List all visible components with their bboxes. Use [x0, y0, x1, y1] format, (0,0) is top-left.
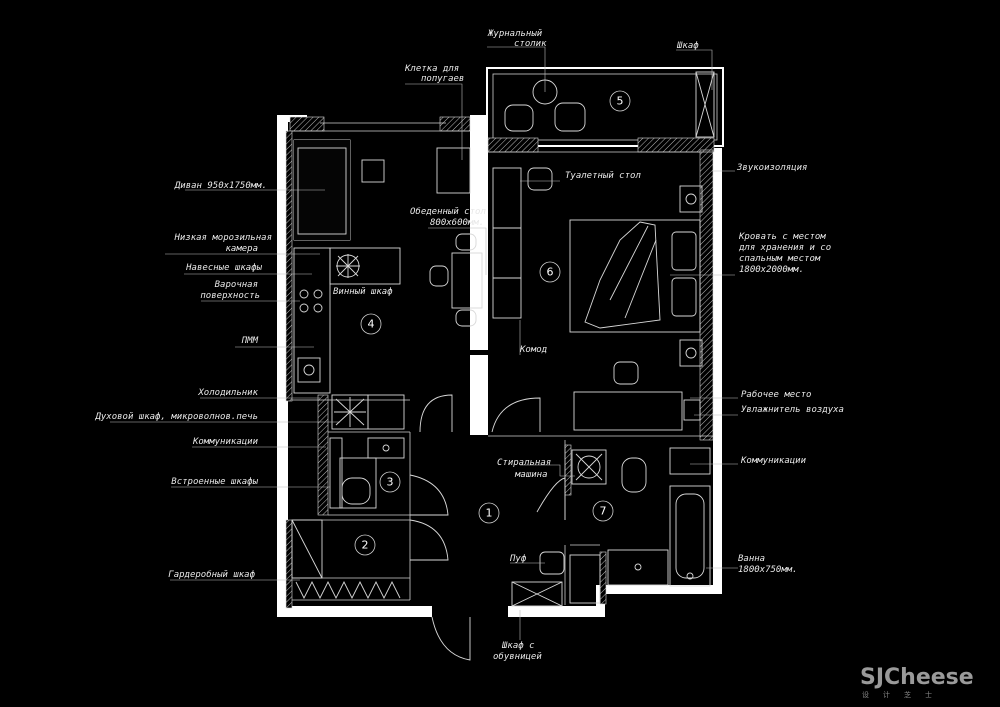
room-number-7: 7: [600, 505, 607, 518]
room-number-4: 4: [368, 318, 375, 331]
watermark-sub: 设计芝士: [862, 690, 946, 699]
label-bath-1: Ванна: [738, 554, 765, 564]
label-fridge: Холодильник: [197, 388, 258, 398]
label-coffee-table-2: столик: [514, 39, 547, 49]
room-number-1: 1: [486, 507, 493, 520]
label-wardrobe-closet: Гардеробный шкаф: [168, 569, 255, 580]
room-number-5: 5: [617, 95, 624, 108]
label-washing-machine-2: машина: [514, 470, 548, 480]
label-bath-2: 1800x750мм.: [738, 565, 798, 575]
label-soundproofing: Звукоизоляция: [736, 163, 807, 173]
label-dressing-table: Туалетный стол: [565, 171, 641, 181]
label-sofa: Диван 950x1750мм.: [174, 181, 267, 191]
label-parrot-cage-2: попугаев: [421, 74, 464, 84]
label-bed-4: 1800x2000мм.: [739, 265, 804, 275]
label-workplace: Рабочее место: [741, 389, 811, 400]
interior-lines: [292, 122, 713, 605]
label-dresser: Комод: [519, 345, 548, 355]
room-number-3: 3: [387, 476, 394, 489]
leader-lines: [110, 46, 738, 640]
label-dishwasher: ПММ: [241, 336, 259, 346]
label-bed-3: спальным местом: [739, 254, 821, 264]
label-bed-1: Кровать с местом: [738, 232, 826, 242]
label-wall-cabinets: Навесные шкафы: [185, 263, 262, 273]
label-bed-2: для хранения и со: [738, 243, 831, 253]
watermark: SJCheese 设计芝士: [860, 665, 974, 699]
room-number-2: 2: [362, 539, 369, 552]
walls: [277, 67, 724, 617]
label-humidifier: Увлажнитель воздуха: [741, 405, 844, 415]
label-wine-cabinet: Винный шкаф: [333, 287, 393, 297]
room-number-6: 6: [547, 266, 554, 279]
label-parrot-cage-1: Клетка для: [404, 64, 459, 74]
label-low-freezer-1: Низкая морозильная: [173, 233, 272, 243]
label-utilities-right: Коммуникации: [740, 456, 807, 466]
label-dining-table-2: 800x600мм.: [430, 218, 484, 228]
doors: [409, 394, 566, 661]
label-hob-2: поверхность: [200, 291, 260, 301]
label-washing-machine-1: Стиральная: [497, 458, 551, 468]
label-utilities-left: Коммуникации: [192, 437, 259, 447]
room-numbers: 1 2 3 4 5 6 7: [354, 90, 631, 556]
label-wardrobe-top: Шкаф: [676, 41, 699, 51]
watermark-main: SJCheese: [860, 665, 974, 690]
label-coffee-table-1: Журнальный: [487, 29, 543, 39]
label-built-in-wardrobes: Встроенные шкафы: [171, 477, 258, 487]
labels: Журнальный столик Шкаф Клетка для попуга…: [94, 29, 844, 662]
label-oven: Духовой шкаф, микроволнов.печь: [94, 412, 258, 422]
label-hob-1: Варочная: [215, 280, 258, 290]
label-low-freezer-2: камера: [225, 244, 258, 254]
label-dining-table-1: Обеденный стол: [410, 206, 486, 217]
label-shoe-cabinet-2: обувницей: [493, 651, 542, 662]
label-shoe-cabinet-1: Шкаф с: [501, 641, 535, 651]
label-pouf: Пуф: [509, 554, 527, 564]
